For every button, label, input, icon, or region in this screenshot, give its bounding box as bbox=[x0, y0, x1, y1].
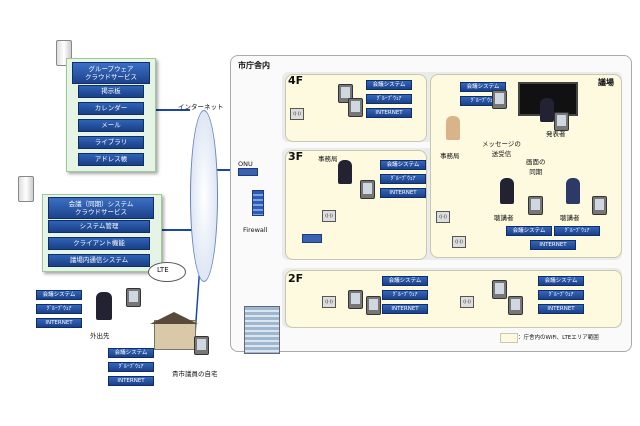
wifi-ap-icon: ((·)) bbox=[322, 210, 336, 222]
label-internet: INTERNET bbox=[382, 304, 428, 314]
wifi-ap-icon: ((·)) bbox=[452, 236, 466, 248]
wifi-ap-icon: ((·)) bbox=[460, 296, 474, 308]
smartphone-icon bbox=[528, 196, 543, 215]
lte-label: LTE bbox=[157, 266, 169, 274]
groupware-item[interactable]: カレンダー bbox=[78, 102, 144, 115]
firewall-label: Firewall bbox=[243, 226, 268, 234]
onu-label: ONU bbox=[238, 160, 253, 168]
label-internet: INTERNET bbox=[538, 304, 584, 314]
label-groupware: ｸﾞﾙｰﾌﾟｳｪｱ bbox=[538, 290, 584, 300]
presenter-label: 発表者 bbox=[546, 130, 566, 138]
label-conference-system: 会議システム bbox=[36, 290, 82, 300]
label-conference-system: 会議システム bbox=[382, 276, 428, 286]
onu-device-icon bbox=[238, 168, 258, 176]
outside-person-icon bbox=[96, 292, 112, 320]
office-staff-icon bbox=[446, 116, 460, 140]
listener-label: 聴講者 bbox=[560, 214, 580, 222]
label-internet: INTERNET bbox=[366, 108, 412, 118]
label-internet: INTERNET bbox=[108, 376, 154, 386]
label-groupware: ｸﾞﾙｰﾌﾟｳｪｱ bbox=[382, 290, 428, 300]
groupware-item[interactable]: ライブラリ bbox=[78, 136, 144, 149]
house-icon bbox=[154, 320, 196, 350]
label-conference-system: 会議システム bbox=[506, 226, 552, 236]
label-internet: INTERNET bbox=[380, 188, 426, 198]
listener-icon bbox=[566, 178, 580, 204]
label-conference-system: 会議システム bbox=[380, 160, 426, 170]
groupware-item[interactable]: 掲示板 bbox=[78, 85, 144, 98]
house-roof-icon bbox=[150, 312, 198, 324]
presenter-icon bbox=[540, 98, 554, 122]
conference-item[interactable]: クライアント機能 bbox=[48, 237, 150, 250]
lte-cloud-shape bbox=[148, 262, 186, 282]
server-icon bbox=[18, 176, 34, 202]
smartphone-icon bbox=[348, 98, 363, 117]
label-groupware: ｸﾞﾙｰﾌﾟｳｪｱ bbox=[36, 304, 82, 314]
smartphone-icon bbox=[554, 112, 569, 131]
smartphone-icon bbox=[126, 288, 141, 307]
firewall-icon bbox=[252, 190, 264, 216]
conference-cloud-title: 会議（同期）システム クラウドサービス bbox=[48, 197, 154, 219]
office-3f-label: 事務局 bbox=[318, 155, 338, 163]
groupware-cloud-title: グループウェア クラウドサービス bbox=[72, 62, 150, 84]
smartphone-icon bbox=[366, 296, 381, 315]
wifi-ap-icon: ((·)) bbox=[290, 108, 304, 120]
groupware-item[interactable]: アドレス帳 bbox=[78, 153, 144, 166]
smartphone-icon bbox=[348, 290, 363, 309]
groupware-item[interactable]: メール bbox=[78, 119, 144, 132]
city-hall-building-icon bbox=[244, 306, 280, 354]
label-groupware: ｸﾞﾙｰﾌﾟｳｪｱ bbox=[366, 94, 412, 104]
network-switch-icon bbox=[302, 234, 322, 243]
hall-office-label: 事務局 bbox=[440, 152, 460, 160]
wifi-ap-icon: ((·)) bbox=[436, 211, 450, 223]
smartphone-icon bbox=[194, 336, 209, 355]
legend-swatch bbox=[500, 333, 518, 343]
label-groupware: ｸﾞﾙｰﾌﾟｳｪｱ bbox=[554, 226, 600, 236]
label-groupware: ｸﾞﾙｰﾌﾟｳｪｱ bbox=[380, 174, 426, 184]
hall-title: 議場 bbox=[598, 78, 614, 87]
floor-label-2f: 2F bbox=[288, 272, 304, 285]
wifi-ap-icon: ((·)) bbox=[322, 296, 336, 308]
person-icon bbox=[338, 160, 352, 184]
outside-label: 外出先 bbox=[90, 332, 110, 340]
message-label: メッセージの 送受信 bbox=[482, 140, 521, 158]
label-internet: INTERNET bbox=[530, 240, 576, 250]
floor-label-3f: 3F bbox=[288, 150, 304, 163]
listener-icon bbox=[500, 178, 514, 204]
label-conference-system: 会議システム bbox=[108, 348, 154, 358]
label-conference-system: 会議システム bbox=[538, 276, 584, 286]
smartphone-icon bbox=[592, 196, 607, 215]
internet-label: インターネット bbox=[178, 103, 224, 111]
label-conference-system: 会議システム bbox=[460, 82, 506, 92]
smartphone-icon bbox=[492, 280, 507, 299]
label-internet: INTERNET bbox=[36, 318, 82, 328]
smartphone-icon bbox=[492, 90, 507, 109]
home-label: 貴市議員の自宅 bbox=[172, 370, 218, 378]
listener-label: 聴講者 bbox=[494, 214, 514, 222]
label-conference-system: 会議システム bbox=[366, 80, 412, 90]
legend-text: ：庁舎内のWiFi、LTEエリア範囲 bbox=[518, 335, 599, 341]
screen-sync-label: 画面の 同期 bbox=[526, 158, 546, 176]
label-groupware: ｸﾞﾙｰﾌﾟｳｪｱ bbox=[108, 362, 154, 372]
smartphone-icon bbox=[360, 180, 375, 199]
smartphone-icon bbox=[508, 296, 523, 315]
floor-label-4f: 4F bbox=[288, 74, 304, 87]
internet-cloud-shape bbox=[190, 110, 218, 282]
city-hall-label: 市庁舎内 bbox=[238, 61, 270, 70]
conference-item[interactable]: 議場内通信システム bbox=[48, 254, 150, 267]
conference-item[interactable]: システム管理 bbox=[48, 220, 150, 233]
